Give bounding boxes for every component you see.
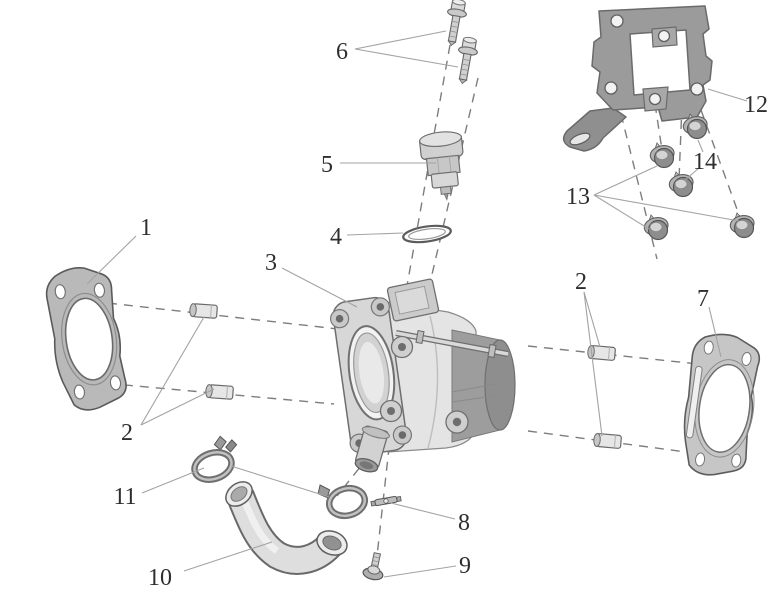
axis-line-bracket-mid bbox=[678, 103, 683, 181]
leader-11-b bbox=[230, 465, 330, 498]
callout-label-3: 3 bbox=[265, 250, 277, 276]
leader-2-left-b bbox=[140, 388, 215, 426]
part-3-cylinder-body bbox=[329, 278, 516, 473]
leader-4 bbox=[346, 232, 404, 236]
leader-7 bbox=[708, 306, 722, 358]
leader-8 bbox=[390, 502, 456, 520]
callout-label-12: 12 bbox=[744, 92, 768, 118]
callout-label-2-right: 2 bbox=[575, 269, 587, 295]
callout-label-2-left: 2 bbox=[121, 420, 133, 446]
cylinder-top-boss bbox=[386, 278, 440, 322]
part-2-dowel-pin-left-lower bbox=[205, 384, 234, 400]
callout-label-8: 8 bbox=[458, 510, 470, 536]
cylinder-boss-1 bbox=[390, 335, 414, 359]
leader-1 bbox=[86, 235, 137, 285]
part-11-hose-clamp-right bbox=[317, 484, 369, 520]
callout-label-6: 6 bbox=[336, 39, 348, 65]
callout-label-5: 5 bbox=[321, 152, 333, 178]
leader-lines bbox=[86, 30, 748, 578]
axis-line-left-top bbox=[107, 302, 339, 330]
leader-13-b bbox=[593, 194, 650, 230]
callout-label-13: 13 bbox=[566, 184, 590, 210]
part-2-dowel-pin-right-upper bbox=[587, 344, 616, 361]
axis-line-bolt-a bbox=[404, 44, 451, 298]
part-2-dowel-pin-right-lower bbox=[593, 432, 622, 449]
axis-line-bracket-tab bbox=[654, 103, 663, 151]
callout-label-9: 9 bbox=[459, 553, 471, 579]
leader-12 bbox=[707, 88, 748, 102]
part-4-o-ring bbox=[402, 224, 452, 244]
leader-3 bbox=[281, 267, 358, 308]
part-12-mounting-bracket bbox=[562, 5, 713, 152]
part-7-cylinder-gasket-right bbox=[683, 333, 761, 476]
leader-6-a bbox=[354, 30, 447, 50]
callout-label-10: 10 bbox=[148, 565, 172, 591]
leader-13-a bbox=[593, 165, 658, 196]
axis-line-right-bottom bbox=[527, 430, 687, 453]
leader-9 bbox=[383, 565, 457, 578]
part-13-screw-lower-left bbox=[643, 214, 669, 241]
leader-2-left-a bbox=[140, 316, 205, 426]
axis-line-left-bottom bbox=[91, 381, 335, 405]
part-2-dowel-pin-left-upper bbox=[189, 303, 218, 319]
part-5-sensor bbox=[418, 131, 464, 202]
part-10-coolant-hose bbox=[225, 481, 348, 575]
leader-10 bbox=[183, 541, 273, 572]
part-1-cylinder-gasket-left bbox=[45, 267, 127, 411]
callout-label-1: 1 bbox=[140, 215, 152, 241]
part-13-screw-upper bbox=[649, 142, 675, 169]
leader-11-a bbox=[141, 467, 205, 494]
axis-line-bolt-b bbox=[425, 77, 479, 301]
callout-label-11: 11 bbox=[113, 484, 136, 510]
leader-13-c bbox=[593, 194, 740, 222]
leader-2-right-b bbox=[583, 291, 603, 437]
part-6-flange-bolt-a bbox=[447, 0, 467, 47]
callout-label-14: 14 bbox=[693, 149, 717, 175]
callout-label-4: 4 bbox=[330, 224, 342, 250]
cylinder-boss-3 bbox=[445, 410, 469, 434]
part-13-screw-lower-right bbox=[729, 212, 755, 239]
part-9-drain-bolt bbox=[362, 552, 384, 581]
cylinder-flange bbox=[329, 296, 412, 456]
axis-line-bracket-left-fan bbox=[620, 113, 658, 260]
part-6-flange-bolt-b bbox=[458, 36, 478, 85]
callout-label-7: 7 bbox=[697, 286, 709, 312]
cylinder-pipe-stub bbox=[354, 425, 390, 473]
leader-14-b bbox=[683, 167, 700, 182]
part-8-clip-washer bbox=[370, 495, 402, 507]
part-11-hose-clamp-left bbox=[191, 435, 238, 483]
leader-14-a bbox=[697, 139, 704, 153]
axis-line-bracket-right bbox=[700, 109, 743, 224]
leader-6-b bbox=[354, 48, 459, 68]
callout-labels: 1 2 3 4 5 6 7 8 9 10 11 12 13 14 2 bbox=[113, 39, 768, 591]
part-14-screw-lower bbox=[668, 171, 694, 198]
leader-2-right-a bbox=[583, 291, 601, 348]
cylinder-boss-2 bbox=[379, 399, 403, 423]
part-14-screw-upper bbox=[682, 113, 708, 140]
